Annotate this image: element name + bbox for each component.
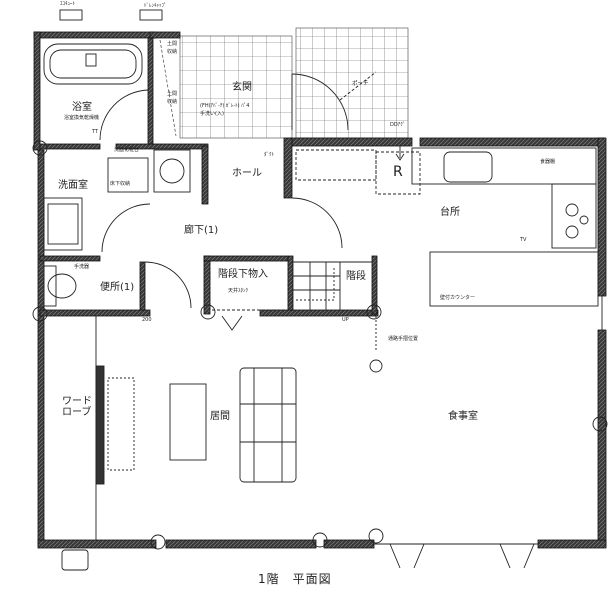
corridor-label: 廊下(1) xyxy=(184,225,219,236)
plan-title: 1階 平面図 xyxy=(258,572,332,586)
entrance-tile-floor xyxy=(179,35,293,139)
washstand xyxy=(43,197,83,251)
kitchen-counter-top xyxy=(411,147,597,185)
drain-note: ﾄﾞﾚﾝｷｬｯﾌﾟ xyxy=(144,3,167,9)
earth-floor-note-b: 収納 xyxy=(167,49,178,55)
understair-storage xyxy=(209,260,289,311)
washing-machine xyxy=(107,157,149,193)
entrance-label: 玄関 xyxy=(232,82,252,93)
kitchen-sink xyxy=(443,151,493,183)
toilet-label: 便所(1) xyxy=(100,282,135,293)
earth-floor-note-c: 土間 xyxy=(167,91,178,97)
bath-range-note: (FH(ｱﾊﾟ-ﾁ) ｶﾞﾚ-ﾄ) ﾊﾟ4 xyxy=(200,103,250,109)
outdoor-unit xyxy=(61,549,89,571)
understair-label: 階段下物入 xyxy=(218,269,268,280)
walls xyxy=(33,31,607,549)
living-table xyxy=(169,383,207,461)
toilet-wash-note: 手洗器 xyxy=(74,264,90,270)
wardrobe-label: ワード ローブ xyxy=(62,396,92,418)
r-mark: R xyxy=(393,164,403,180)
living-sofa xyxy=(239,367,297,483)
counter-note: 壁付カウンター xyxy=(440,295,476,301)
pantry-note: 食器棚 xyxy=(540,159,556,165)
duct-note: ﾀﾞｸﾄ xyxy=(264,152,275,158)
stairs-label: 階段 xyxy=(346,271,366,282)
kitchen-counter-side xyxy=(551,183,597,249)
hall-label: ホール xyxy=(232,168,262,179)
bath-label: 浴室 xyxy=(72,102,92,113)
dining-label: 食事室 xyxy=(448,411,478,422)
tv-note: TV xyxy=(520,237,527,243)
under-floor-note: 床下収納 xyxy=(110,181,131,187)
living-label: 居間 xyxy=(210,411,230,422)
bath-dryer-note: 浴室換気乾燥機 xyxy=(64,115,100,121)
ecocute-note: ｴｺｷｭｰﾄ xyxy=(60,1,76,7)
toilet-bowl xyxy=(47,273,77,299)
earth-floor-note-d: 収納 xyxy=(167,99,178,105)
living-chair xyxy=(107,377,135,471)
stair-mark-note: 天井ｽﾀﾝｸ xyxy=(228,288,249,294)
bath-memo-note: 手洗い(入) xyxy=(200,111,224,117)
door-dt-note: DDｱｸﾞ xyxy=(390,122,406,128)
kitchen-label: 台所 xyxy=(440,207,460,218)
porch-label: ポーチ xyxy=(352,81,369,87)
washstand-note: 洗面化粧台 xyxy=(114,147,140,153)
bathtub xyxy=(43,43,143,85)
up-note: UP xyxy=(342,317,349,323)
earth-floor-note-a: 土間 xyxy=(167,41,178,47)
washroom-label: 洗面室 xyxy=(58,180,88,191)
tt-note: TT xyxy=(92,129,99,135)
toilet-200-note: 200 xyxy=(142,317,152,323)
kitchen-island xyxy=(429,251,599,307)
pole-note: 通路手摺位置 xyxy=(388,336,419,342)
porch-tile-floor xyxy=(295,27,409,139)
